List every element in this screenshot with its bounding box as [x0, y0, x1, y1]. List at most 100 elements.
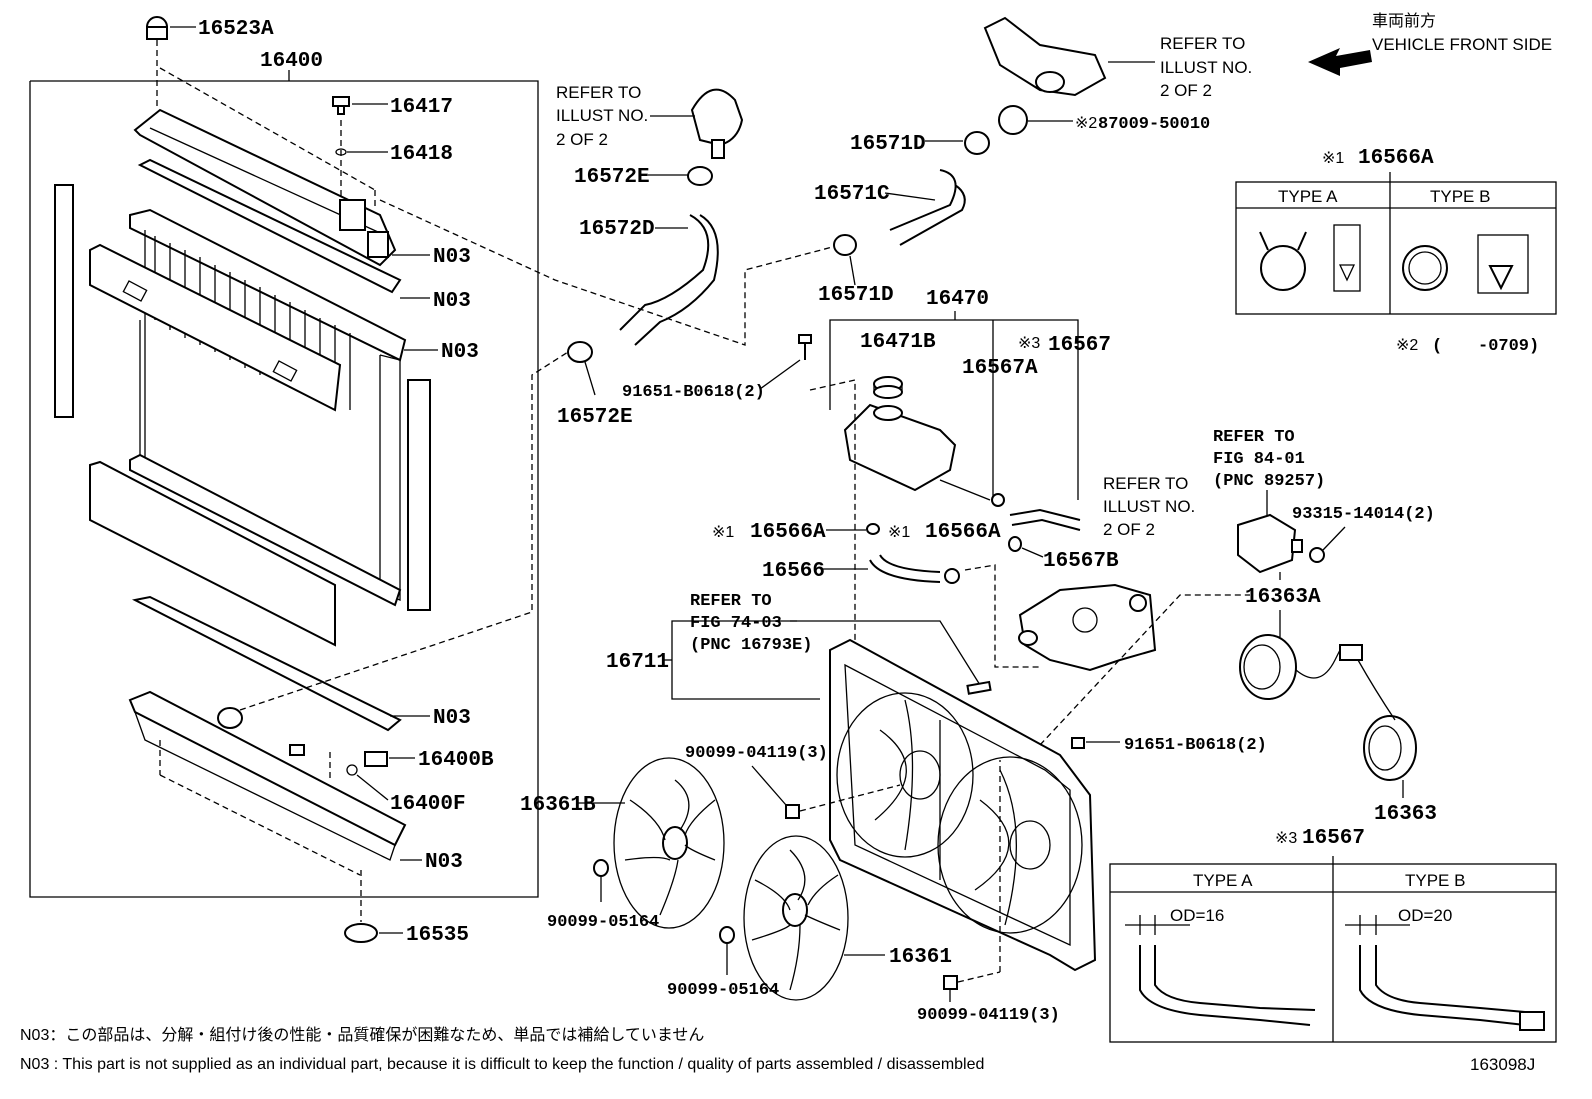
fig74-leader: [790, 620, 981, 686]
ref-illust-mid-1: REFER TO: [1103, 474, 1188, 493]
label-16566A-right: 16566A: [925, 521, 1001, 544]
table1-note-suffix: -0709): [1478, 337, 1539, 356]
label-90099-05164-b: 90099-05164: [667, 981, 779, 1000]
fan-shroud: [829, 594, 1250, 972]
left-side-seal: [54, 184, 74, 418]
mark-1-c: ※1: [888, 524, 910, 541]
ref-illust-top-2: ILLUST NO.: [556, 106, 648, 125]
label-16418: 16418: [390, 143, 453, 166]
ref-illust-mid-3: 2 OF 2: [1103, 520, 1155, 539]
ref-fig84-1: REFER TO: [1213, 428, 1295, 447]
hose-16567A-clip: [991, 493, 1081, 531]
label-n03-1: N03: [433, 246, 471, 269]
reservoir-tank-16470: [843, 403, 991, 501]
label-91651-b: 91651-B0618(2): [1124, 736, 1267, 755]
fan-16361: [743, 835, 885, 1001]
ref-illust-mid-2: ILLUST NO.: [1103, 497, 1195, 516]
hose-16566: [822, 523, 960, 584]
label-16361: 16361: [889, 946, 952, 969]
label-16567-box: 16567: [1302, 827, 1365, 850]
label-93315: 93315-14014(2): [1292, 505, 1435, 524]
lower-baffle: [89, 460, 336, 647]
oring-16400F: [346, 764, 389, 801]
n03-leaders: [390, 254, 438, 861]
mark-2-a: ※2: [1075, 115, 1097, 132]
relay-connector: [1237, 490, 1346, 580]
ref-illust-right-2: ILLUST NO.: [1160, 58, 1252, 77]
reservoir-cap-16471B: [873, 376, 903, 399]
oring-16418: [335, 120, 388, 200]
radiator-cap-16523A: [146, 16, 196, 110]
ref-fig84-2: FIG 84-01: [1213, 450, 1305, 469]
lower-gasket: [131, 595, 402, 732]
water-inlet: [964, 564, 1157, 672]
label-n03-4: N03: [433, 707, 471, 730]
bolt-91651b: [1071, 737, 1120, 749]
ref-fig74-2: FIG 74-03: [690, 614, 782, 633]
lower-hose-dash: [239, 351, 569, 711]
ref-illust-right-3: 2 OF 2: [1160, 81, 1212, 100]
label-n03-5: N03: [425, 851, 463, 874]
hose-16572D: [619, 214, 719, 346]
clamp-16571D-top: [925, 131, 990, 155]
thermostat-housing: [650, 88, 744, 159]
mark-3-b: ※3: [1275, 830, 1297, 847]
table2-type-b: TYPE B: [1405, 871, 1465, 890]
label-91651-a: 91651-B0618(2): [622, 383, 765, 402]
bolt-91651a: [759, 334, 856, 640]
table1-type-b: TYPE B: [1430, 187, 1490, 206]
hose-16571C: [889, 169, 966, 246]
vehicle-front-jp: 車両前方: [1372, 12, 1436, 30]
label-16566: 16566: [762, 560, 825, 583]
clamp-87009: [998, 105, 1073, 135]
label-16523A: 16523A: [198, 18, 274, 41]
clamp-16572E-top: [648, 166, 713, 186]
label-16566A-box: 16566A: [1358, 147, 1434, 170]
clip-type-table: [1235, 172, 1557, 315]
table1-type-a: TYPE A: [1278, 187, 1338, 206]
upper-tank: [133, 67, 397, 267]
label-16572E-bottom: 16572E: [557, 406, 633, 429]
upper-baffle: [89, 243, 342, 412]
ref-illust-top-3: 2 OF 2: [556, 130, 608, 149]
label-16571C: 16571C: [814, 183, 890, 206]
fan-motor-16363: [1357, 659, 1417, 798]
table2-od-a: OD=16: [1170, 906, 1224, 925]
vehicle-front-arrow: [1308, 48, 1372, 76]
label-16572E-top: 16572E: [574, 166, 650, 189]
table2-type-a: TYPE A: [1193, 871, 1253, 890]
label-n03-2: N03: [433, 290, 471, 313]
bolt-90099-04119b: [943, 760, 1001, 1002]
label-16400B: 16400B: [418, 749, 494, 772]
upper-hose-dash: [379, 199, 841, 346]
water-outlet-top: [983, 16, 1155, 97]
label-16363: 16363: [1374, 803, 1437, 826]
ref-fig74-3: (PNC 16793E): [690, 636, 812, 655]
label-87009: 87009-50010: [1098, 115, 1210, 134]
ref-fig74-1: REFER TO: [690, 592, 772, 611]
label-16572D: 16572D: [579, 218, 655, 241]
label-90099-04119-a: 90099-04119(3): [685, 744, 828, 763]
label-16567A: 16567A: [962, 357, 1038, 380]
ref-illust-right-1: REFER TO: [1160, 34, 1245, 53]
note-jp: N03：この部品は、分解・組付け後の性能・品質確保が困難なため、単品では補給して…: [20, 1026, 704, 1044]
lower-tank: [128, 690, 407, 876]
label-16363A: 16363A: [1245, 586, 1321, 609]
label-90099-04119-b: 90099-04119(3): [917, 1006, 1060, 1025]
right-side-seal: [407, 379, 431, 611]
label-16567B: 16567B: [1043, 550, 1119, 573]
label-16571D-top: 16571D: [850, 133, 926, 156]
plug-16417: [332, 96, 388, 115]
label-16471B: 16471B: [860, 331, 936, 354]
fan-16361B: [576, 757, 725, 929]
label-16571D-bottom: 16571D: [818, 284, 894, 307]
label-16417: 16417: [390, 96, 453, 119]
clamp-16571D-bottom: [833, 234, 857, 286]
ref-fig84-3: (PNC 89257): [1213, 472, 1325, 491]
label-16711: 16711: [606, 651, 669, 674]
label-16361B: 16361B: [520, 794, 596, 817]
upper-gasket: [137, 158, 402, 294]
mark-1-a: ※1: [1322, 150, 1344, 167]
